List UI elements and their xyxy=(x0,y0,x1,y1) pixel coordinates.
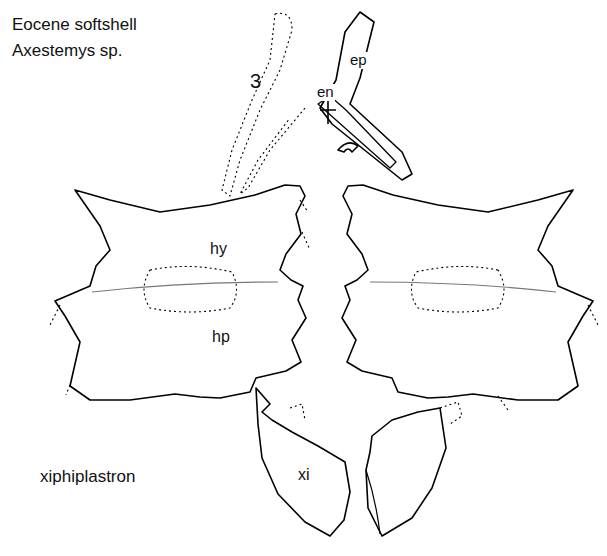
hook xyxy=(338,143,358,152)
dotted-callus xyxy=(144,266,237,312)
dotted-epiplastron xyxy=(222,13,292,196)
title-line: Axestemys sp. xyxy=(12,42,123,61)
entoplastron-outline xyxy=(318,96,396,168)
title-line: Eocene softshell xyxy=(12,16,137,35)
part-label: hp xyxy=(212,328,230,346)
suture-line xyxy=(92,282,278,292)
part-label: hy xyxy=(210,240,227,258)
xiphiplastron-outline xyxy=(366,408,446,536)
part-label: xi xyxy=(298,466,310,484)
part-label: en xyxy=(316,84,335,101)
cross-marker xyxy=(320,100,336,124)
caption-label: xiphiplastron xyxy=(40,468,135,487)
callout-number: 3 xyxy=(250,70,261,92)
hyo-hypoplastron-outline xyxy=(55,185,306,400)
hyo-hypoplastron-outline xyxy=(342,185,593,400)
xiphiplastron-outline xyxy=(256,388,350,536)
part-label: ep xyxy=(349,52,368,69)
